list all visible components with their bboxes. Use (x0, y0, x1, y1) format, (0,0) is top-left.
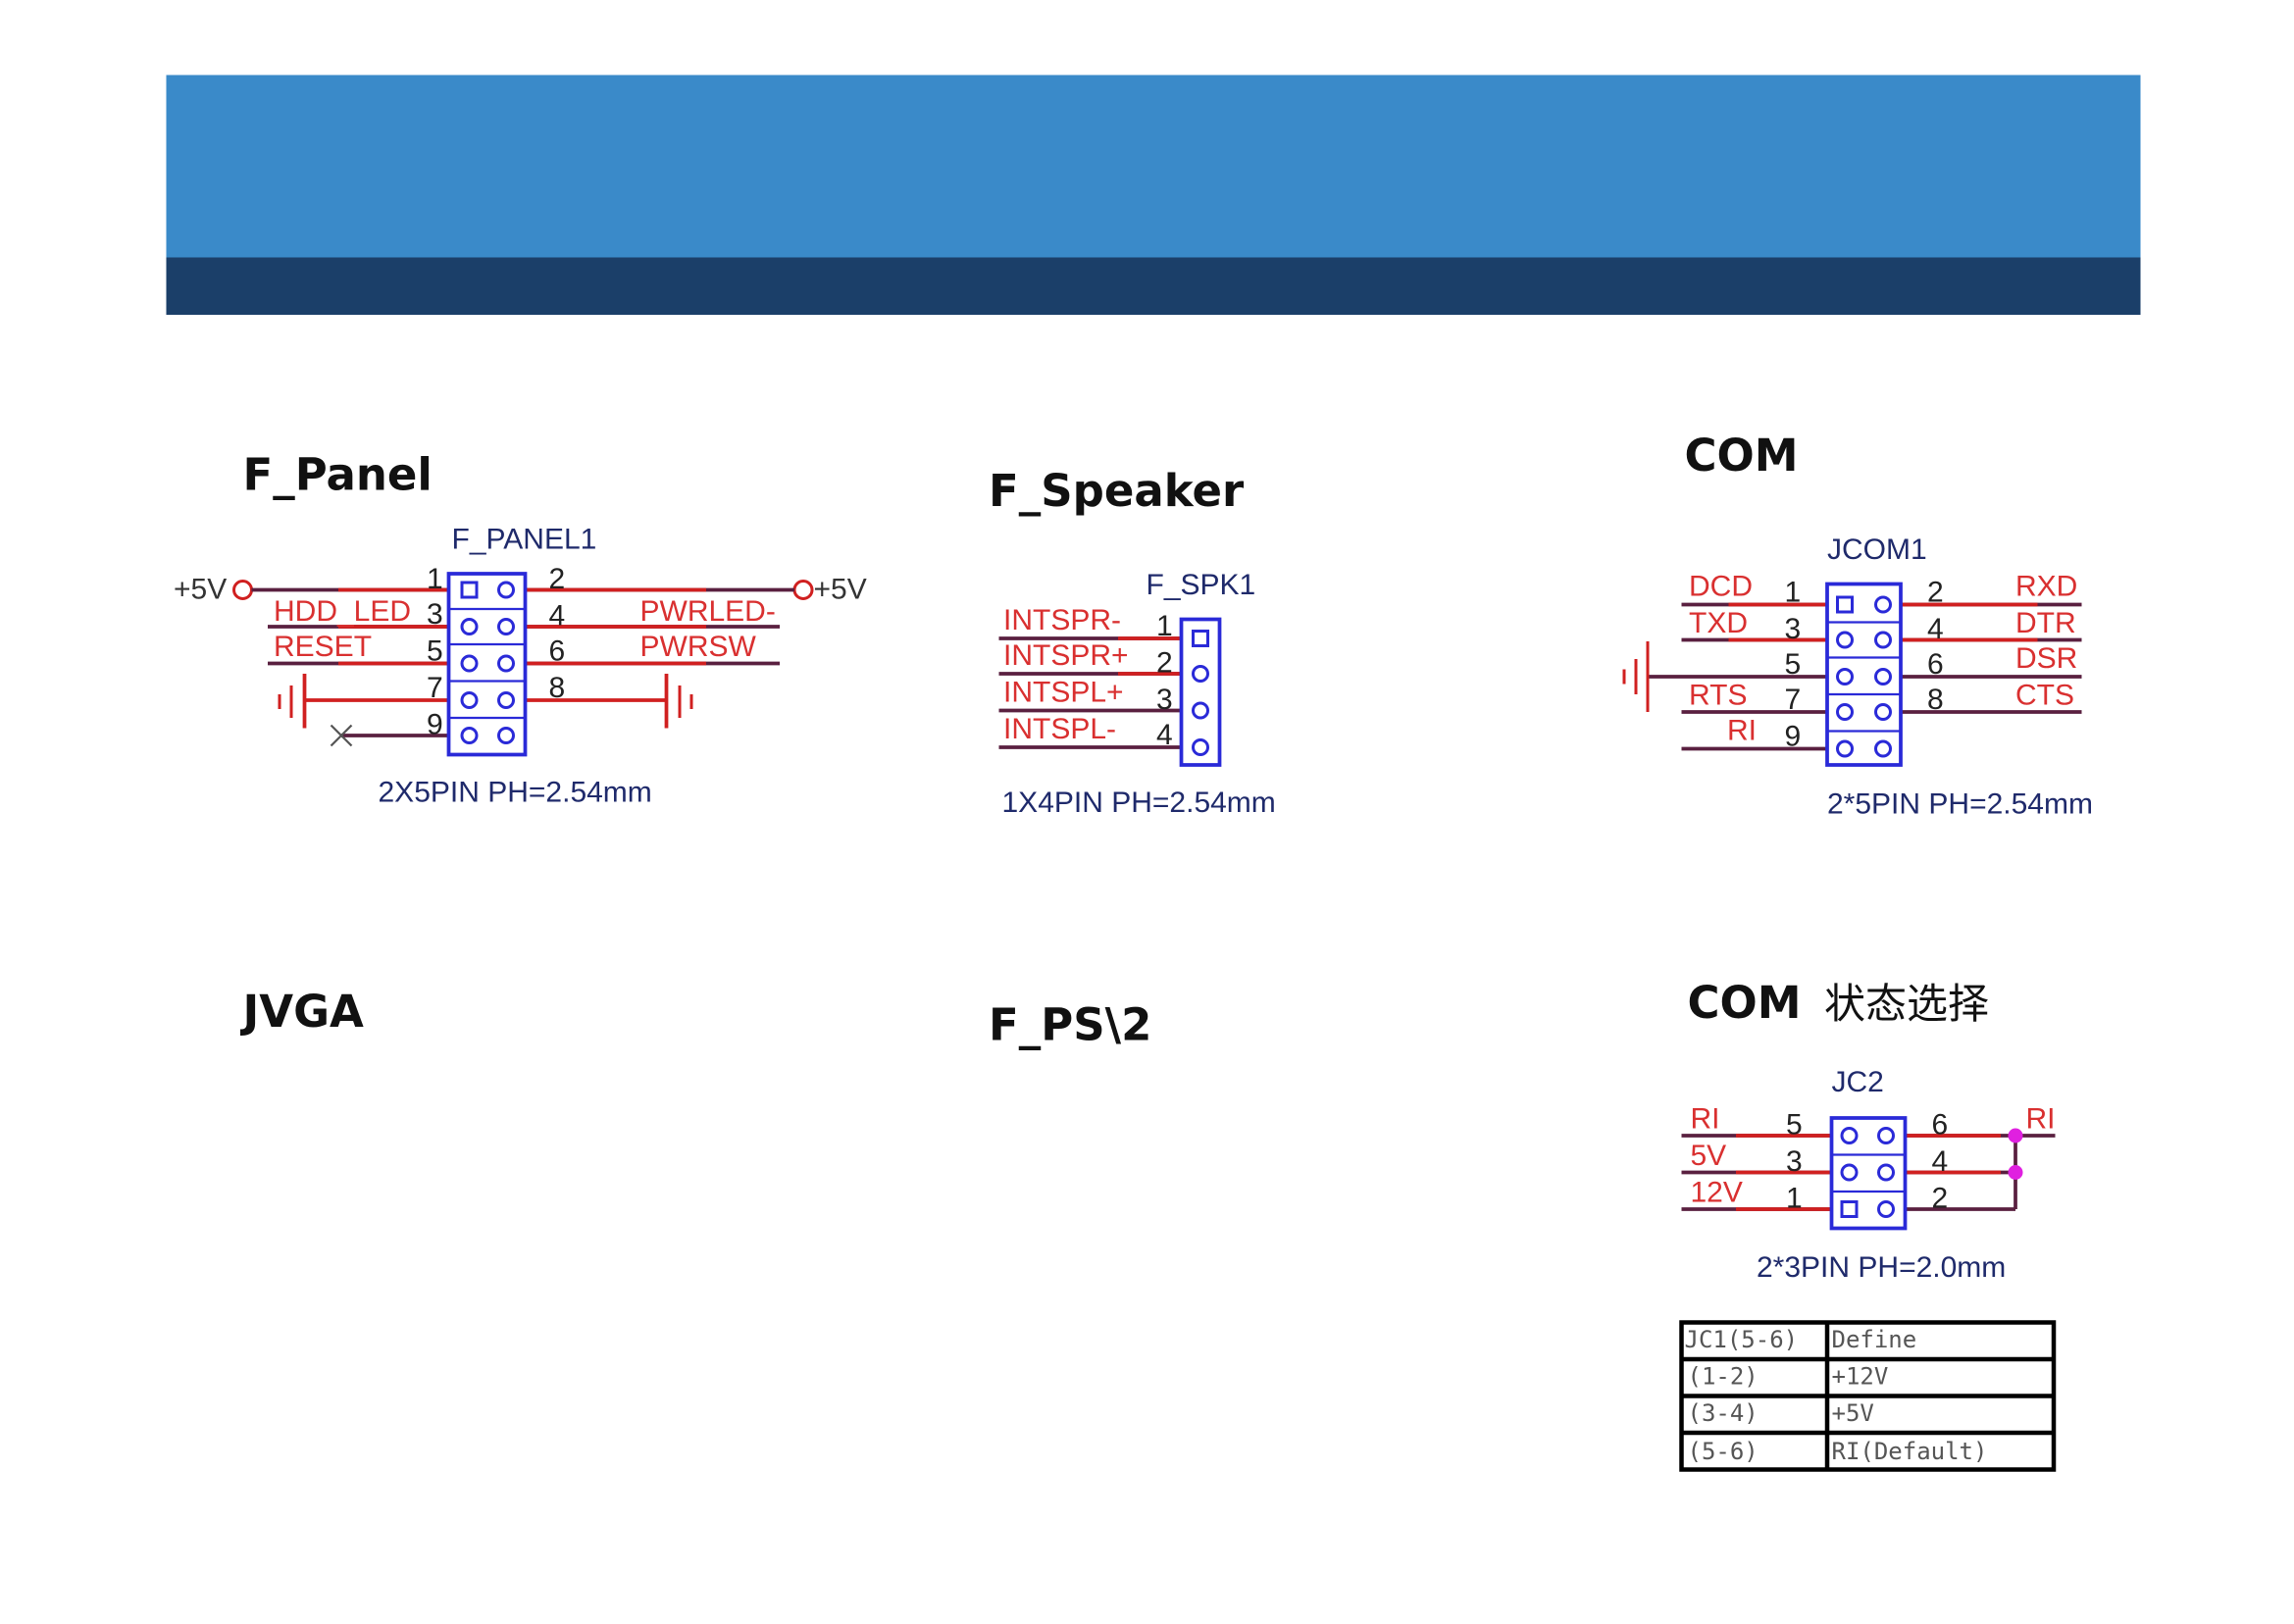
pin-number: 9 (427, 709, 443, 741)
pin-number: 3 (1156, 684, 1173, 716)
pin-number: 4 (549, 600, 566, 633)
net-label: INTSPL+ (1003, 677, 1124, 709)
pin-number: 8 (549, 672, 566, 704)
pin-number: 1 (427, 563, 443, 595)
net-label: INTSPR- (1003, 604, 1121, 636)
net-label: RI (2026, 1103, 2056, 1136)
net-label: DCD (1689, 571, 1753, 603)
net-label: DSR (2015, 642, 2077, 675)
table-cell: +12V (1832, 1363, 1889, 1391)
pin-number: 9 (1785, 721, 1802, 753)
net-label: RXD (2015, 571, 2077, 603)
com-caption: 2*5PIN PH=2.54mm (1827, 788, 2093, 821)
pin-number: 5 (427, 635, 443, 668)
pin-number: 5 (1786, 1109, 1803, 1142)
pin-number: 5 (1785, 648, 1802, 681)
junction-dot (2008, 1128, 2023, 1143)
section-title-com: COM (1685, 430, 1799, 482)
table-cell: (3-4) (1688, 1399, 1759, 1427)
section-title-com-select-cjk: 状态选择 (1824, 980, 1989, 1028)
net-label: INTSPR+ (1003, 639, 1129, 672)
net-label: DTR (2015, 607, 2076, 639)
pin-number: 2 (1156, 647, 1173, 680)
header-dark-band (166, 257, 2141, 315)
pin-number: 6 (1927, 648, 1944, 681)
net-label: RI (1691, 1103, 1720, 1136)
f-panel-right-power: +5V (814, 574, 867, 606)
section-title-com-select: COM (1688, 977, 1802, 1029)
net-label: CTS (2015, 680, 2074, 712)
net-label: 5V (1691, 1140, 1727, 1172)
jc2-caption: 2*3PIN PH=2.0mm (1757, 1251, 2006, 1284)
pin-number: 6 (1932, 1109, 1949, 1142)
pin-number: 3 (1785, 613, 1802, 645)
section-title-f-ps2: F_PS\2 (989, 999, 1151, 1051)
table-cell: (5-6) (1688, 1438, 1759, 1465)
pin-number: 7 (427, 672, 443, 704)
section-title-f-panel: F_Panel (243, 449, 433, 501)
f-speaker-caption: 1X4PIN PH=2.54mm (1002, 787, 1276, 819)
net-label: HDD_LED (274, 595, 411, 628)
f-speaker-schematic (998, 617, 1222, 767)
pin-number: 4 (1932, 1145, 1949, 1178)
jumper-table (1679, 1320, 2057, 1472)
pin-number: 6 (549, 635, 566, 668)
pin-number: 7 (1785, 684, 1802, 716)
com-schematic (1622, 582, 2082, 767)
pin-number: 2 (1932, 1183, 1949, 1215)
pin-number: 3 (427, 598, 443, 631)
net-label: TXD (1689, 607, 1748, 639)
table-header: Define (1832, 1326, 1917, 1353)
f-panel-schematic (232, 572, 814, 757)
net-label: RI (1727, 715, 1757, 747)
f-speaker-ref: F_SPK1 (1147, 569, 1256, 601)
table-cell: (1-2) (1688, 1363, 1759, 1391)
table-cell: +5V (1832, 1399, 1874, 1427)
pin-number: 4 (1156, 719, 1173, 751)
net-label: PWRSW (640, 631, 757, 663)
table-cell: RI(Default) (1832, 1438, 1988, 1465)
junction-dot (2008, 1165, 2023, 1180)
net-label: RTS (1689, 680, 1747, 712)
pin-number: 1 (1156, 610, 1173, 642)
header-band (166, 75, 2141, 258)
pin-number: 1 (1786, 1183, 1803, 1215)
f-panel-left-power: +5V (174, 574, 227, 606)
jc2-schematic (1681, 1116, 2056, 1231)
table-header: JC1(5-6) (1685, 1326, 1799, 1353)
com-ref: JCOM1 (1827, 533, 1927, 566)
pin-number: 3 (1786, 1145, 1803, 1178)
pin-number: 2 (549, 563, 566, 595)
net-label: PWRLED- (640, 595, 776, 628)
net-label: INTSPL- (1003, 713, 1116, 745)
net-label: 12V (1691, 1177, 1743, 1209)
section-title-jvga: JVGA (240, 986, 365, 1038)
f-panel-ref: F_PANEL1 (452, 524, 597, 556)
pin-number: 2 (1927, 577, 1944, 609)
net-label: RESET (274, 631, 372, 663)
pin-number: 4 (1927, 613, 1944, 645)
f-panel-caption: 2X5PIN PH=2.54mm (379, 777, 652, 809)
pin-number: 8 (1927, 684, 1944, 716)
jc2-ref: JC2 (1832, 1066, 1884, 1098)
pin-number: 1 (1785, 577, 1802, 609)
section-title-f-speaker: F_Speaker (989, 465, 1245, 517)
